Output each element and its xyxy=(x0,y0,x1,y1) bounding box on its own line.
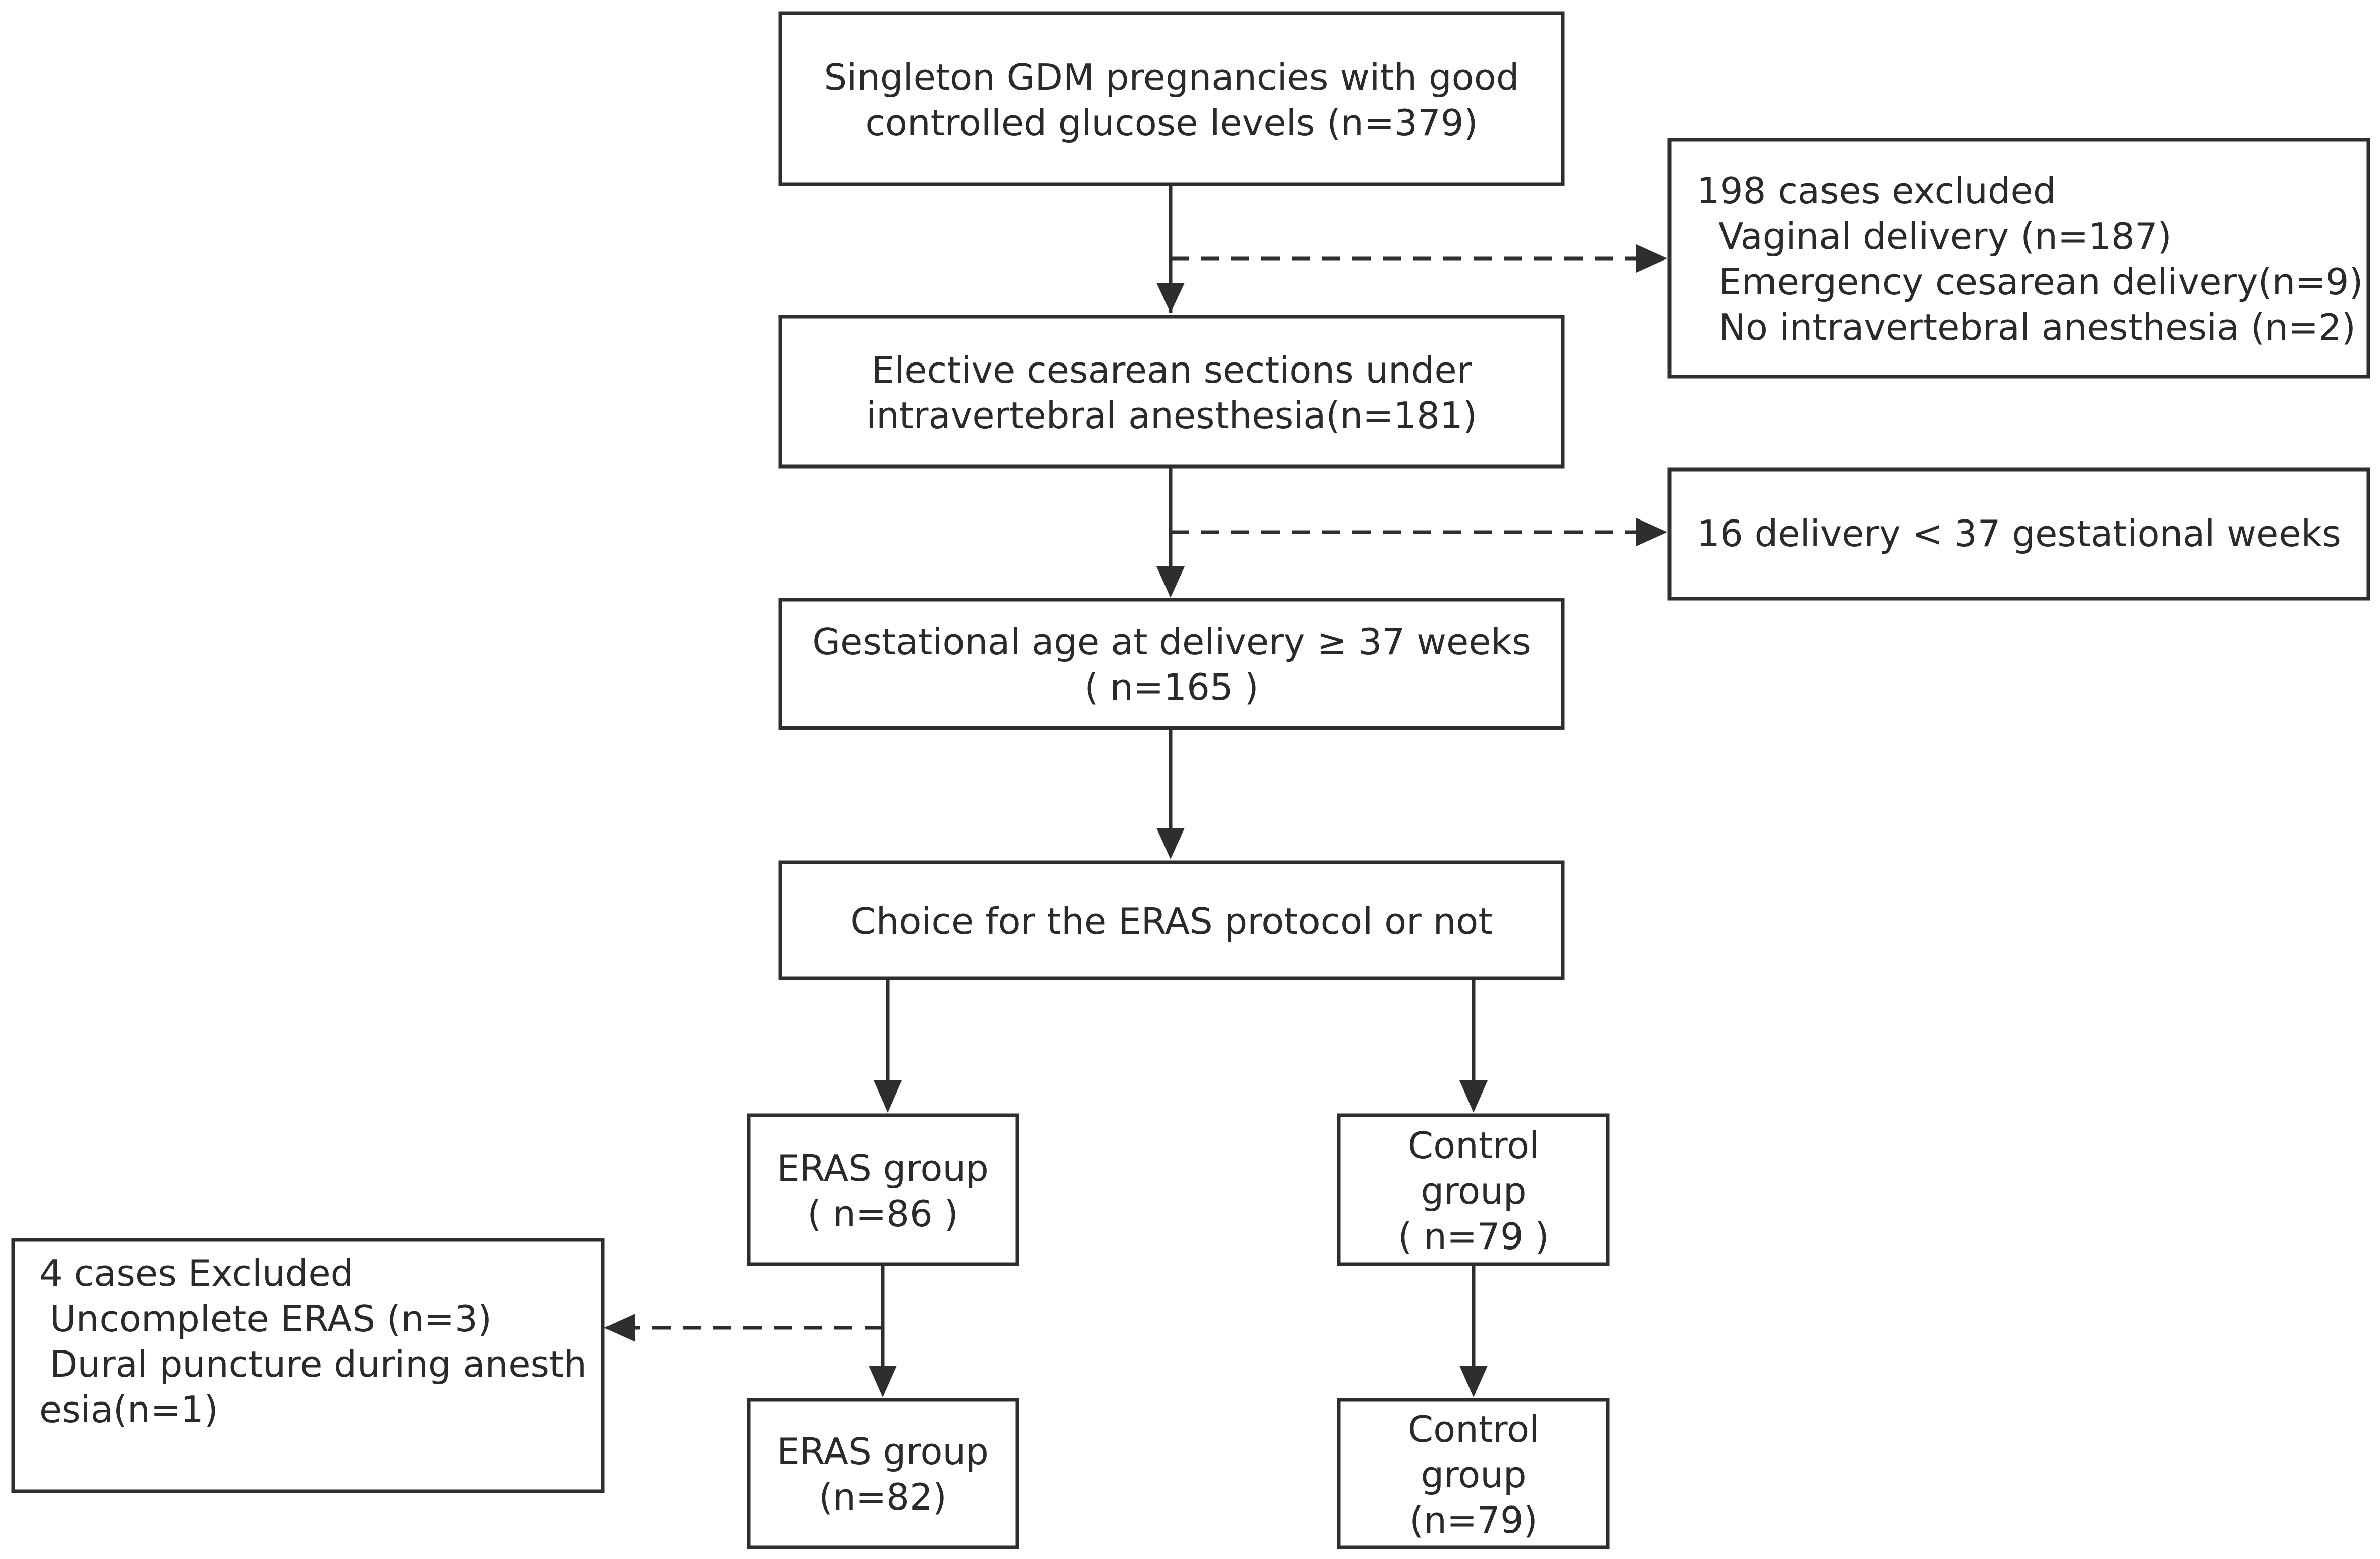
arrowhead-exclusion2 xyxy=(1636,518,1667,546)
node-gestational-line-2: ( n=165 ) xyxy=(1084,666,1258,708)
node-choice: Choice for the ERAS protocol or not xyxy=(778,860,1565,980)
node-eras-final-line-2: (n=82) xyxy=(819,1476,947,1518)
node-control-initial-line-3: ( n=79 ) xyxy=(1398,1215,1549,1258)
arrowhead-eras-final xyxy=(869,1366,897,1397)
node-gestational-line-1: Gestational age at delivery ≥ 37 weeks xyxy=(812,620,1531,663)
node-exclusion3-line-3: Dural puncture during anesth xyxy=(49,1343,587,1385)
node-control-final-line-3: (n=79) xyxy=(1409,1499,1538,1541)
node-elective-line-1: Elective cesarean sections under xyxy=(872,349,1472,391)
arrowhead-exclusion3 xyxy=(604,1314,635,1342)
node-exclusion3-line-1: 4 cases Excluded xyxy=(39,1252,353,1294)
node-exclusion1-line-1: 198 cases excluded xyxy=(1697,170,2056,212)
arrowhead-eras-initial xyxy=(874,1080,902,1113)
node-exclusion1-line-2: Vaginal delivery (n=187) xyxy=(1718,215,2172,257)
arrowhead-choice xyxy=(1156,828,1185,859)
node-exclusion1: 198 cases excluded Vaginal delivery (n=1… xyxy=(1667,138,2370,379)
node-eras-initial: ERAS group ( n=86 ) xyxy=(747,1113,1019,1266)
node-control-final-line-2: group xyxy=(1421,1453,1526,1496)
node-eras-final: ERAS group (n=82) xyxy=(747,1398,1019,1549)
node-eras-final-line-1: ERAS group xyxy=(777,1430,989,1473)
node-elective-line-2: intravertebral anesthesia(n=181) xyxy=(866,394,1477,437)
arrowhead-control-initial xyxy=(1459,1080,1488,1113)
node-gestational: Gestational age at delivery ≥ 37 weeks (… xyxy=(778,598,1565,730)
connectors xyxy=(604,184,1667,1397)
arrowhead-control-final xyxy=(1459,1366,1488,1397)
node-control-final-line-1: Control xyxy=(1408,1408,1539,1450)
arrowhead-elective xyxy=(1156,283,1185,313)
node-eras-initial-line-1: ERAS group xyxy=(777,1147,989,1189)
node-eras-initial-line-2: ( n=86 ) xyxy=(807,1192,958,1235)
node-exclusion3: 4 cases Excluded Uncomplete ERAS (n=3) D… xyxy=(11,1238,605,1493)
arrowhead-exclusion1 xyxy=(1636,244,1667,273)
node-control-final: Control group (n=79) xyxy=(1337,1398,1610,1549)
node-start-line-2: controlled glucose levels (n=379) xyxy=(865,101,1478,144)
node-control-initial: Control group ( n=79 ) xyxy=(1337,1113,1610,1266)
node-exclusion1-line-4: No intravertebral anesthesia (n=2) xyxy=(1718,306,2356,348)
node-choice-line-1: Choice for the ERAS protocol or not xyxy=(850,900,1492,943)
node-exclusion3-line-2: Uncomplete ERAS (n=3) xyxy=(49,1297,492,1340)
node-exclusion1-line-3: Emergency cesarean delivery(n=9) xyxy=(1718,261,2363,303)
node-elective: Elective cesarean sections under intrave… xyxy=(778,315,1565,469)
node-exclusion2-line-1: 16 delivery < 37 gestational weeks xyxy=(1697,512,2341,555)
node-control-initial-line-2: group xyxy=(1421,1170,1526,1212)
node-start-line-1: Singleton GDM pregnancies with good xyxy=(824,56,1520,98)
arrowhead-gestational xyxy=(1156,566,1185,598)
node-start: Singleton GDM pregnancies with good cont… xyxy=(778,11,1565,186)
node-exclusion2: 16 delivery < 37 gestational weeks xyxy=(1667,467,2370,601)
node-control-initial-line-1: Control xyxy=(1408,1124,1539,1167)
node-exclusion3-line-4: esia(n=1) xyxy=(39,1388,218,1431)
